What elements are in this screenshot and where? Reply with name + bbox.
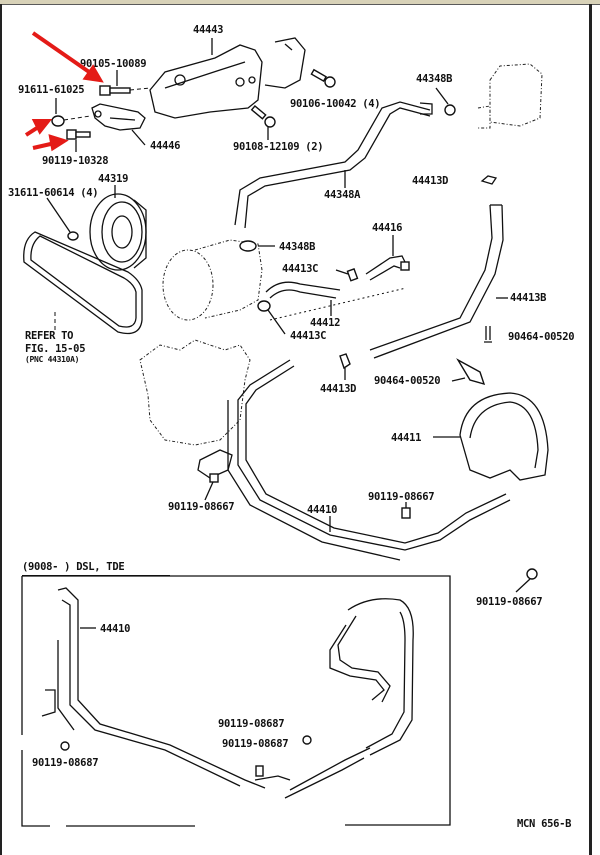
leader-line	[451, 377, 466, 382]
leader-line	[46, 197, 71, 233]
label-91611-61025: 91611-61025	[18, 84, 84, 96]
label-44413d-top: 44413D	[412, 175, 448, 187]
label-90119-08667-mid: 90119-08667	[368, 491, 434, 503]
drive-belt[interactable]	[23, 231, 143, 335]
label-44446: 44446	[150, 140, 180, 152]
bolt-90119-08667-mid[interactable]	[401, 507, 411, 519]
label-44412: 44412	[310, 317, 340, 329]
hose-44413b[interactable]	[369, 204, 504, 359]
label-inset-bolt-b: 90119-08687	[218, 718, 284, 730]
inset-bolt-b[interactable]	[302, 735, 312, 745]
clamp-44348b-top[interactable]	[444, 104, 456, 116]
bolt-90105-10089[interactable]	[99, 85, 131, 96]
leader-line	[335, 269, 349, 275]
inset-bolt-c[interactable]	[255, 765, 264, 777]
bracket-44443[interactable]	[149, 37, 306, 119]
bolt-90119-08667-right[interactable]	[526, 568, 538, 580]
bolt-90119-08667-left[interactable]	[209, 473, 219, 483]
label-90119-10328: 90119-10328	[42, 155, 108, 167]
label-44413b: 44413B	[510, 292, 546, 304]
label-44411: 44411	[391, 432, 421, 444]
label-44348b-mid: 44348B	[279, 241, 315, 253]
label-44413c-upper: 44413C	[282, 263, 318, 275]
label-inset-bolt-c: 90119-08687	[222, 738, 288, 750]
inset-bolt-a[interactable]	[60, 741, 70, 751]
label-inset-bolt-a: 90119-08687	[32, 757, 98, 769]
hose-44348a[interactable]	[234, 101, 433, 229]
clip-90464-00520-b[interactable]	[456, 358, 486, 386]
clamp-44348b-mid[interactable]	[239, 240, 257, 252]
leader-line	[204, 481, 214, 501]
hose-44412[interactable]	[265, 281, 341, 299]
tube-44411[interactable]	[459, 392, 549, 481]
leader-line	[267, 309, 286, 335]
pulley-44319[interactable]	[89, 193, 147, 271]
annotation-arrows	[24, 31, 104, 152]
label-90119-08667-left: 90119-08667	[168, 501, 234, 513]
leader-line	[131, 129, 146, 146]
red-arrow-icon	[31, 31, 94, 76]
bracket-44446[interactable]	[91, 103, 146, 131]
inset-box	[21, 575, 451, 827]
clip-90464-00520-a[interactable]	[484, 326, 492, 343]
red-arrowhead-icon	[82, 64, 104, 83]
dash-line	[63, 115, 91, 121]
inset-tube-44411[interactable]	[284, 598, 414, 799]
label-90108-12109: 90108-12109 (2)	[233, 141, 323, 153]
clamp-44413c-upper[interactable]	[346, 268, 359, 282]
label-90106-10042: 90106-10042 (4)	[290, 98, 380, 110]
leader-line	[515, 578, 531, 593]
figure-code: MCN 656-B	[517, 818, 571, 830]
label-44410: 44410	[307, 504, 337, 516]
inset-tube-44410[interactable]	[41, 587, 291, 789]
bolt-31611-60614[interactable]	[67, 231, 79, 241]
diagram-frame	[0, 4, 592, 855]
label-90464-00520-b: 90464-00520	[374, 375, 440, 387]
window-top-bar	[0, 0, 600, 5]
label-44443: 44443	[193, 24, 223, 36]
engine-outline	[139, 339, 251, 446]
bolt-90108-12109[interactable]	[250, 104, 276, 128]
reservoir-tank	[477, 63, 543, 129]
hose-44416[interactable]	[365, 255, 410, 281]
reference-line1: REFER TO	[25, 330, 73, 342]
label-90464-00520-a: 90464-00520	[508, 331, 574, 343]
inset-header: (9008- ) DSL, TDE	[22, 561, 124, 573]
red-arrowhead-icon	[31, 119, 53, 135]
leader-line	[435, 87, 449, 105]
label-44348a: 44348A	[324, 189, 361, 201]
label-44348b-top: 44348B	[416, 73, 452, 85]
label-31611-60614: 31611-60614 (4)	[8, 187, 98, 199]
label-44416: 44416	[372, 222, 402, 234]
clamp-44413c-lower[interactable]	[257, 300, 271, 312]
label-90105-10089: 90105-10089	[80, 58, 146, 70]
power-steering-pump	[162, 239, 263, 321]
label-44413d-mid: 44413D	[320, 383, 356, 395]
label-inset-44410: 44410	[100, 623, 130, 635]
label-44319: 44319	[98, 173, 128, 185]
dot-line	[269, 287, 407, 321]
tube-44410[interactable]	[197, 359, 511, 561]
clamp-44413d-mid[interactable]	[339, 353, 351, 370]
reference-line2: FIG. 15-05	[25, 343, 85, 355]
label-90119-08667-right: 90119-08667	[476, 596, 542, 608]
dash-line	[129, 87, 151, 91]
label-44413c-lower: 44413C	[290, 330, 326, 342]
nut-91611-61025[interactable]	[51, 115, 65, 127]
red-arrowhead-icon	[48, 134, 69, 152]
bolt-90106-10042[interactable]	[310, 68, 336, 88]
bolt-90119-10328[interactable]	[66, 129, 91, 140]
clamp-44413d-top[interactable]	[480, 175, 498, 185]
reference-line3: (PNC 44310A)	[25, 355, 79, 364]
